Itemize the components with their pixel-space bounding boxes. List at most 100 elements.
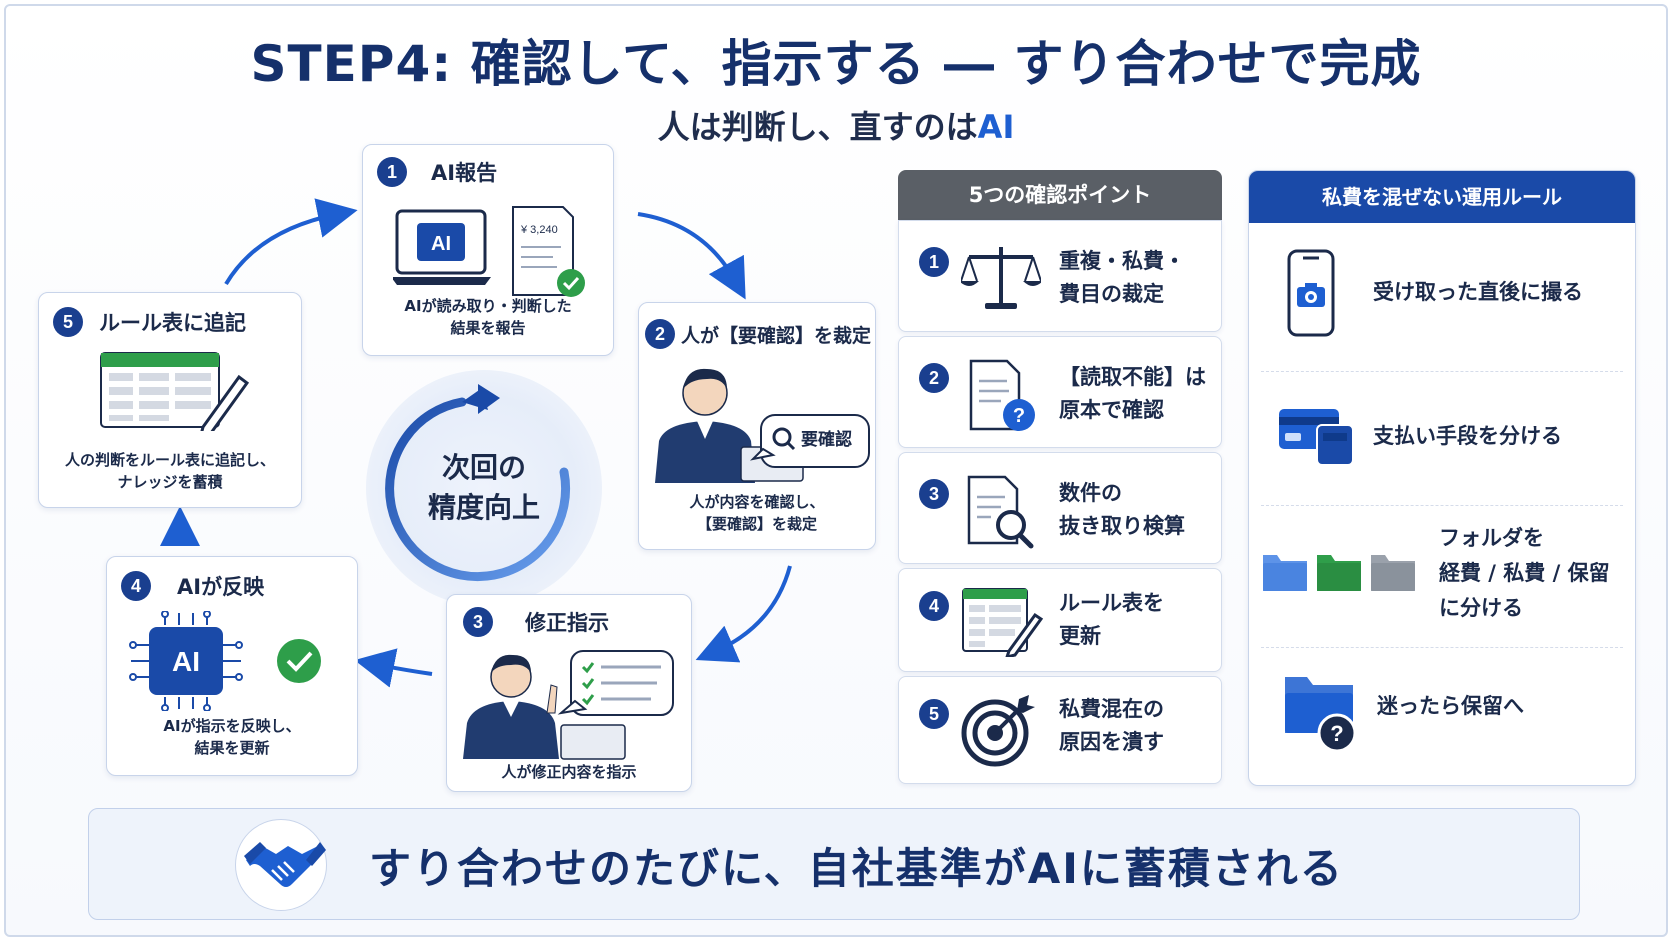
laptop-screen-label: AI xyxy=(431,233,451,255)
step-3-description: 人が修正内容を指示 xyxy=(447,761,691,783)
step-2-description: 人が内容を確認し、 【要確認】を裁定 xyxy=(639,491,875,535)
check-point-5: 5 私費混在の 原因を潰す xyxy=(898,676,1222,784)
step-1-header: 1 AI報告 xyxy=(377,157,497,187)
subtitle-highlight: AI xyxy=(977,108,1015,146)
rule-item-1: 受け取った直後に撮る xyxy=(1249,223,1635,359)
check-point-text: 重複・私費・ 費目の裁定 xyxy=(1059,249,1185,306)
target-icon xyxy=(961,695,1035,767)
rule-text: 受け取った直後に撮る xyxy=(1373,280,1583,304)
desc-line: 人が内容を確認し、 xyxy=(689,493,825,511)
step-3-card: 3 修正指示 人が修正内容を指示 xyxy=(446,594,692,792)
check-point-4: 4 ルール表を 更新 xyxy=(898,568,1222,672)
step-title: ルール表に追記 xyxy=(99,311,246,335)
receipt-amount: ¥ 3,240 xyxy=(520,224,558,236)
desc-line: AIが読み取り・判断した xyxy=(404,297,572,315)
page-subtitle: 人は判断し、直すのはAI xyxy=(0,102,1672,148)
step-2-header: 2 人が【要確認】を裁定 xyxy=(645,319,871,349)
arrow-3-to-4 xyxy=(354,648,433,688)
step-1-description: AIが読み取り・判断した 結果を報告 xyxy=(363,295,613,339)
check-point-text: 私費混在の 原因を潰す xyxy=(1059,697,1164,754)
ai-chip-icon: AI xyxy=(129,611,321,711)
document-question-icon: ? xyxy=(969,359,1035,431)
step-5-description: 人の判断をルール表に追記し、 ナレッジを蓄積 xyxy=(39,449,301,493)
check-point-text: ルール表を 更新 xyxy=(1059,591,1164,648)
desc-line: AIが指示を反映し、 xyxy=(163,717,301,735)
credit-card-icon xyxy=(1279,409,1354,466)
check-point-2: 2 ? 【読取不能】は 原本で確認 xyxy=(898,336,1222,448)
center-label: 次回の 精度向上 xyxy=(366,448,602,528)
center-cycle: 次回の 精度向上 xyxy=(366,370,602,606)
step-number: 5 xyxy=(53,307,83,337)
step-4-card: 4 AIが反映 AI AIが指示を反映し、 結果を更新 xyxy=(106,556,358,776)
rule-divider xyxy=(1261,505,1623,506)
document-search-icon xyxy=(967,475,1034,549)
step-2-card: 2 人が【要確認】を裁定 要確認 人が内容を確認し、 【要確認】を裁定 xyxy=(638,302,876,550)
step-number: 1 xyxy=(377,157,407,187)
center-line1: 次回の xyxy=(441,451,526,484)
rule-text: 支払い手段を分ける xyxy=(1373,424,1562,448)
bottom-banner: すり合わせのたびに、自社基準がAIに蓄積される xyxy=(88,808,1580,920)
check-point-text: 【読取不能】は 原本で確認 xyxy=(1059,365,1206,422)
step-number: 4 xyxy=(121,571,151,601)
check-point-3: 3 数件の 抜き取り検算 xyxy=(898,452,1222,564)
desc-line: 【要確認】を裁定 xyxy=(696,515,817,533)
banner-text: すり合わせのたびに、自社基準がAIに蓄積される xyxy=(369,844,1344,893)
desc-line: 結果を報告 xyxy=(450,319,526,337)
desc-line: 人の判断をルール表に追記し、 xyxy=(64,451,275,469)
check-point-number: 1 xyxy=(919,247,949,277)
step-title: 修正指示 xyxy=(525,611,609,635)
step-4-description: AIが指示を反映し、 結果を更新 xyxy=(107,715,357,759)
person-thinking-icon: 要確認 xyxy=(655,368,870,483)
step-1-card: 1 AI報告 AI ¥ 3,240 AIが読み取り・判断した 結果を報告 xyxy=(362,144,614,356)
step-5-header: 5 ルール表に追記 xyxy=(53,307,246,337)
step-title: AI報告 xyxy=(431,161,498,185)
chip-label: AI xyxy=(172,646,200,677)
step-title: 人が【要確認】を裁定 xyxy=(681,324,872,347)
spreadsheet-edit-icon xyxy=(962,588,1044,657)
check-point-number: 3 xyxy=(919,479,949,509)
folders-icon xyxy=(1263,555,1415,591)
rule-text: 迷ったら保留へ xyxy=(1377,694,1524,718)
operation-rules-panel: 私費を混ぜない運用ルール 受け取った直後に撮る 支払い手段を分ける xyxy=(1248,170,1636,786)
rule-divider xyxy=(1261,647,1623,648)
folder-question-icon: ? xyxy=(1285,677,1357,753)
rule-item-4: ? 迷ったら保留へ xyxy=(1249,649,1635,785)
check-point-text: 数件の 抜き取り検算 xyxy=(1059,481,1185,538)
center-line2: 精度向上 xyxy=(427,491,540,524)
spreadsheet-edit-icon xyxy=(100,352,249,431)
rule-item-3: フォルダを 経費 / 私費 / 保留 に分ける xyxy=(1249,507,1635,647)
page-title: STEP4: 確認して、指示する ― すり合わせで完成 xyxy=(250,35,1422,93)
svg-text:?: ? xyxy=(1330,721,1343,746)
check-point-number: 4 xyxy=(919,591,949,621)
scale-icon xyxy=(961,247,1041,309)
step-number: 2 xyxy=(645,319,675,349)
check-points-header: 5つの確認ポイント xyxy=(898,170,1222,220)
svg-text:?: ? xyxy=(1013,405,1025,427)
step-5-card: 5 ルール表に追記 人の判断をルール表に追記し、 ナレッジを蓄積 xyxy=(38,292,302,508)
check-point-number: 2 xyxy=(919,363,949,393)
rule-item-2: 支払い手段を分ける xyxy=(1249,373,1635,505)
step-4-header: 4 AIが反映 xyxy=(121,571,264,601)
rule-text: フォルダを 経費 / 私費 / 保留 に分ける xyxy=(1439,526,1610,620)
rule-divider xyxy=(1261,371,1623,372)
check-point-1: 1 重複・私費・ 費目の裁定 xyxy=(898,220,1222,332)
step-number: 3 xyxy=(463,607,493,637)
step-3-header: 3 修正指示 xyxy=(463,607,609,637)
desc-line: ナレッジを蓄積 xyxy=(117,473,223,491)
refresh-arc-icon xyxy=(385,384,571,582)
arrow-2-to-3 xyxy=(695,565,792,663)
arrow-5-to-1 xyxy=(224,198,358,286)
desc-line: 人が修正内容を指示 xyxy=(501,763,637,781)
laptop-receipt-icon: AI ¥ 3,240 xyxy=(393,206,585,297)
step-title: AIが反映 xyxy=(177,575,265,599)
subtitle-prefix: 人は判断し、直すのは xyxy=(657,108,978,146)
handshake-icon xyxy=(235,819,327,911)
bubble-label: 要確認 xyxy=(801,429,852,450)
check-point-number: 5 xyxy=(919,699,949,729)
rules-header: 私費を混ぜない運用ルール xyxy=(1249,171,1635,223)
person-pointing-icon xyxy=(463,650,674,760)
arrow-1-to-2 xyxy=(637,212,746,300)
desc-line: 結果を更新 xyxy=(194,739,270,757)
smartphone-camera-icon xyxy=(1287,249,1335,337)
